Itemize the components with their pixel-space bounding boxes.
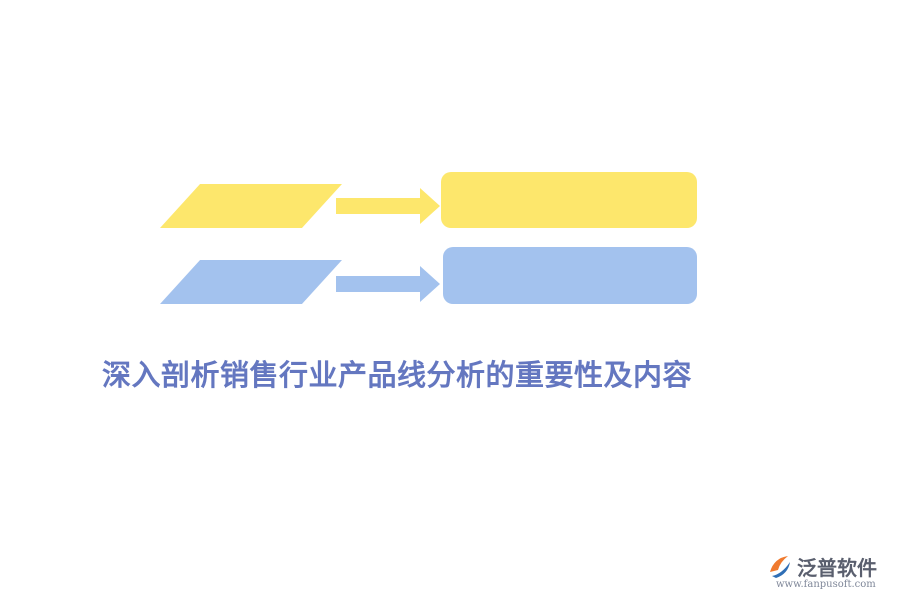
yellow-right-arrow-icon	[336, 188, 440, 224]
yellow-rounded-box	[441, 172, 697, 228]
page-title: 深入剖析销售行业产品线分析的重要性及内容	[102, 358, 693, 392]
fanpu-logo-icon	[770, 556, 790, 578]
brand-logo: 泛普软件 www.fanpusoft.com	[766, 550, 894, 594]
yellow-parallelogram	[160, 184, 342, 228]
logo-name: 泛普软件	[797, 556, 877, 580]
blue-parallelogram	[160, 260, 342, 304]
blue-right-arrow-icon	[336, 266, 440, 302]
blue-rounded-box	[443, 247, 697, 304]
logo-url: www.fanpusoft.com	[776, 579, 876, 590]
